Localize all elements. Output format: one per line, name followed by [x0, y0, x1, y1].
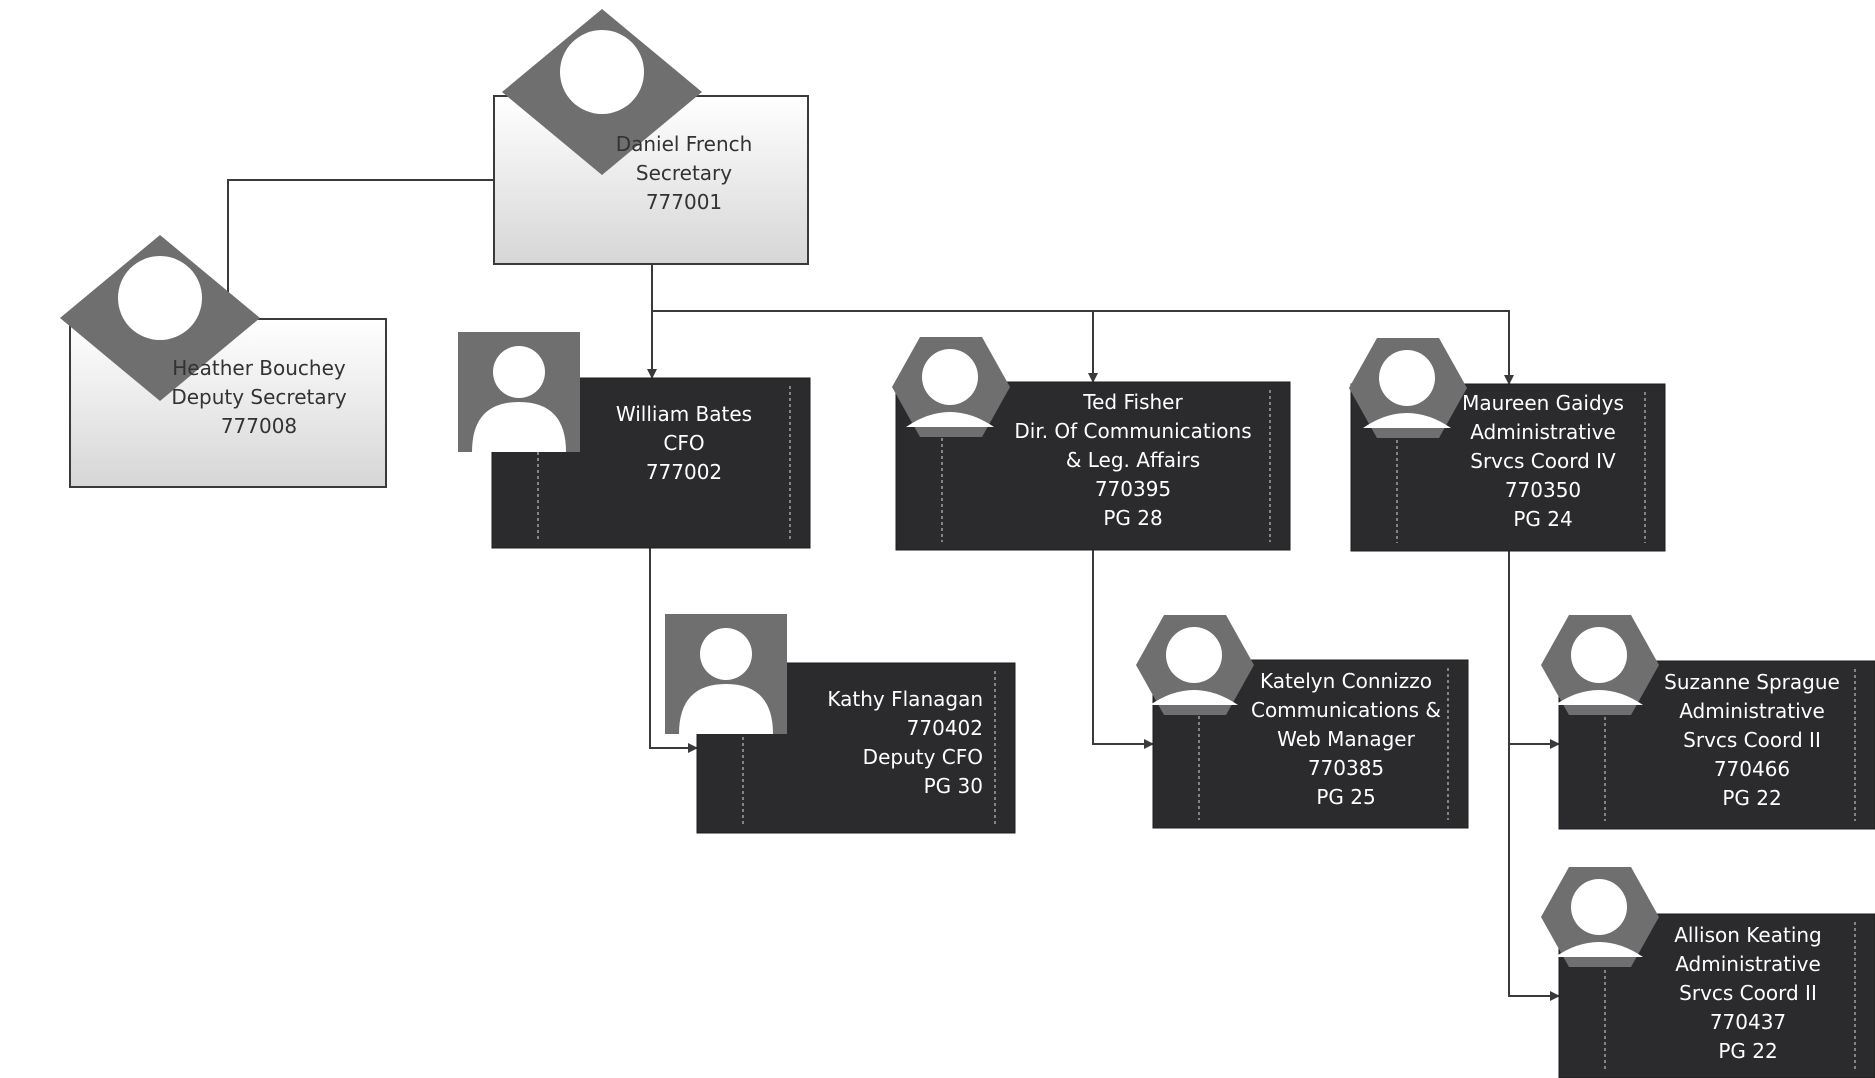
- node-detail-line: & Leg. Affairs: [1066, 448, 1200, 472]
- node-detail-line: 770466: [1714, 757, 1790, 781]
- node-detail-line: PG 30: [924, 774, 983, 798]
- avatar-square-icon: [458, 332, 580, 452]
- avatar-square-icon: [665, 614, 787, 734]
- connector-gaidys-to-keating: [1508, 744, 1560, 1001]
- node-name: Suzanne Sprague: [1664, 670, 1840, 694]
- node-name: Allison Keating: [1674, 923, 1822, 947]
- connector-french-to-bouchey: [223, 179, 494, 320]
- avatar-hexagon-icon: [892, 337, 1010, 437]
- connector-french-to-gaidys: [1093, 310, 1514, 385]
- node-detail-line: 770385: [1308, 756, 1384, 780]
- node-detail-line: Srvcs Coord II: [1679, 981, 1817, 1005]
- node-detail-line: Administrative: [1675, 952, 1821, 976]
- node-detail-line: Secretary: [636, 161, 732, 185]
- node-name: Katelyn Connizzo: [1260, 669, 1432, 693]
- connector-lines: [223, 179, 1560, 1001]
- node-detail-line: Administrative: [1679, 699, 1825, 723]
- avatar-diamond-icon: [502, 9, 702, 175]
- node-name: Maureen Gaidys: [1462, 391, 1624, 415]
- node-detail-line: PG 25: [1316, 785, 1375, 809]
- avatar-hexagon-icon: [1136, 615, 1254, 715]
- node-detail-line: 770350: [1505, 478, 1581, 502]
- node-detail-line: CFO: [663, 431, 704, 455]
- node-name: Heather Bouchey: [172, 356, 346, 380]
- node-detail-line: Deputy Secretary: [171, 385, 347, 409]
- avatar-hexagon-icon: [1541, 615, 1659, 715]
- node-detail-line: 777002: [646, 460, 722, 484]
- node-detail-line: PG 22: [1722, 786, 1781, 810]
- avatar-hexagon-icon: [1541, 867, 1659, 967]
- connector-fisher-to-connizzo: [1092, 550, 1154, 749]
- node-detail-line: Web Manager: [1277, 727, 1415, 751]
- node-name: Ted Fisher: [1082, 390, 1183, 414]
- connector-french-to-fisher: [652, 310, 1098, 383]
- node-detail-line: 770402: [907, 716, 983, 740]
- node-detail-line: Dir. Of Communications: [1014, 419, 1251, 443]
- node-name: William Bates: [616, 402, 752, 426]
- node-detail-line: 770437: [1710, 1010, 1786, 1034]
- node-detail-line: Administrative: [1470, 420, 1616, 444]
- avatar-diamond-icon: [60, 235, 260, 401]
- node-detail-line: Srvcs Coord II: [1683, 728, 1821, 752]
- node-detail-line: Communications &: [1251, 698, 1441, 722]
- node-detail-line: PG 24: [1513, 507, 1572, 531]
- node-detail-line: PG 28: [1103, 506, 1162, 530]
- node-detail-line: Deputy CFO: [863, 745, 983, 769]
- node-detail-line: Srvcs Coord IV: [1470, 449, 1616, 473]
- node-detail-line: 770395: [1095, 477, 1171, 501]
- node-detail-line: 777008: [221, 414, 297, 438]
- node-name: Daniel French: [616, 132, 753, 156]
- connector-bates-to-flanagan: [649, 548, 698, 753]
- node-detail-line: 777001: [646, 190, 722, 214]
- node-name: Kathy Flanagan: [827, 687, 983, 711]
- avatar-hexagon-icon: [1349, 338, 1467, 438]
- node-detail-line: PG 22: [1718, 1039, 1777, 1063]
